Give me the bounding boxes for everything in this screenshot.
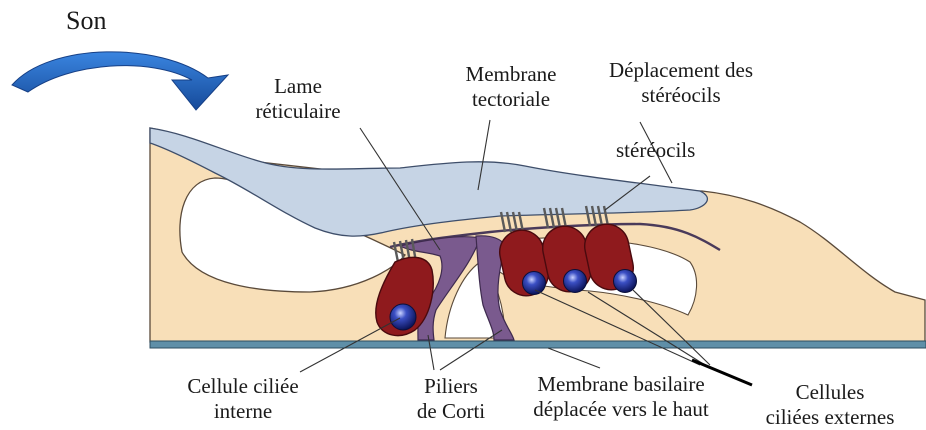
tectorial-membrane-label-line-1: Membrane <box>436 62 586 87</box>
sound-label: Son <box>66 6 106 36</box>
outer-hair-cells-label-line-2: ciliées externes <box>736 405 924 430</box>
basilar-membrane <box>150 341 926 348</box>
pillars-of-corti-label-line-1: Piliers <box>396 374 506 399</box>
basilar-membrane-label: Membrane basilaire déplacée vers le haut <box>506 372 736 422</box>
inner-hair-cell-label-line-2: interne <box>158 399 328 424</box>
outer-hair-cell-1-nucleus <box>523 272 546 295</box>
basilar-membrane-label-line-1: Membrane basilaire <box>506 372 736 397</box>
reticular-lamina-label-line-1: Lame <box>228 74 368 99</box>
outer-hair-cell-3-nucleus <box>614 270 637 293</box>
reticular-lamina-label: Lame réticulaire <box>228 74 368 124</box>
stereocilia-displacement-label-line-1: Déplacement des <box>576 58 786 83</box>
pillars-of-corti-label: Piliers de Corti <box>396 374 506 424</box>
inner-hair-cell-label-line-1: Cellule ciliée <box>158 374 328 399</box>
outer-hair-cells-label: Cellules ciliées externes <box>736 380 924 430</box>
stereocilia-label: stéréocils <box>616 138 695 163</box>
outer-hair-cells-label-line-1: Cellules <box>736 380 924 405</box>
stereocilia-displacement-label-line-2: stéréocils <box>576 83 786 108</box>
pillars-of-corti-label-line-2: de Corti <box>396 399 506 424</box>
outer-hair-cell-2-nucleus <box>564 270 587 293</box>
inner-hair-cell-nucleus <box>390 304 416 330</box>
stereocilia-displacement-label: Déplacement des stéréocils <box>576 58 786 108</box>
inner-hair-cell-label: Cellule ciliée interne <box>158 374 328 424</box>
tectorial-membrane-label: Membrane tectoriale <box>436 62 586 112</box>
basilar-membrane-label-line-2: déplacée vers le haut <box>506 397 736 422</box>
sound-arrow-icon <box>12 52 228 110</box>
reticular-lamina-label-line-2: réticulaire <box>228 99 368 124</box>
tectorial-membrane-label-line-2: tectoriale <box>436 87 586 112</box>
